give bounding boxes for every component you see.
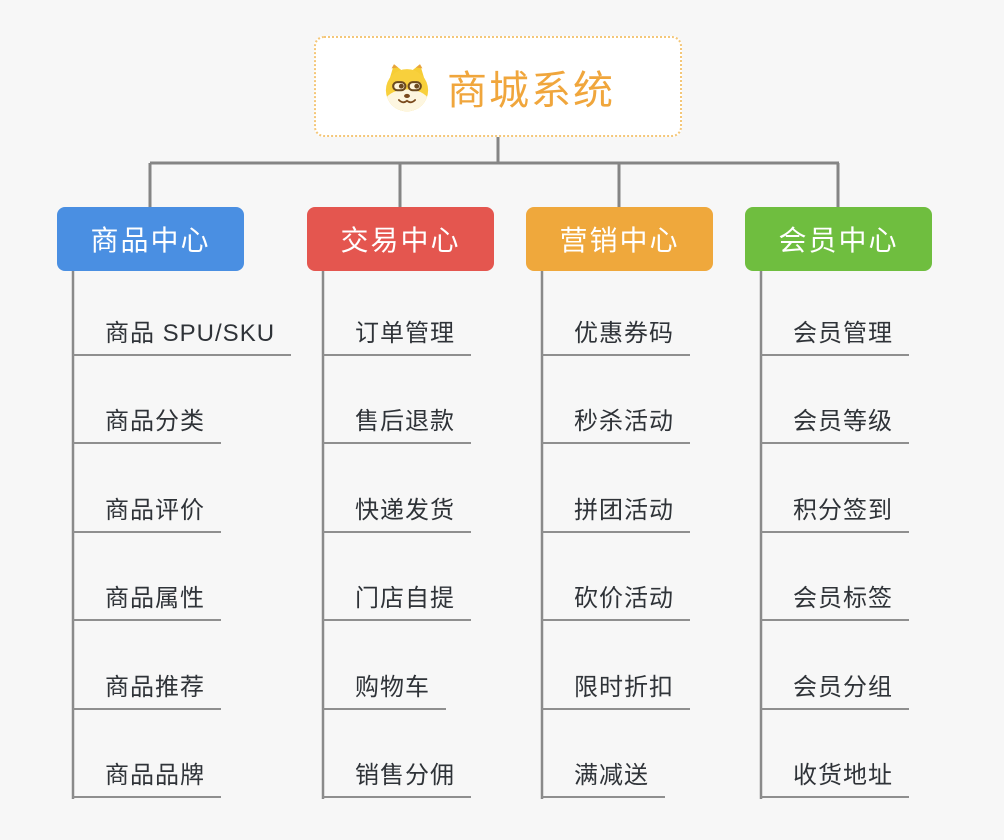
child-node[interactable]: 优惠券码: [542, 320, 690, 356]
child-node[interactable]: 商品 SPU/SKU: [73, 320, 292, 356]
branch-node-marketing-center[interactable]: 营销中心: [526, 207, 713, 271]
child-node[interactable]: 秒杀活动: [542, 408, 690, 444]
child-node[interactable]: 售后退款: [323, 408, 471, 444]
branch-node-member-center[interactable]: 会员中心: [745, 207, 932, 271]
child-node[interactable]: 快递发货: [323, 497, 471, 533]
child-node[interactable]: 会员等级: [761, 408, 909, 444]
child-node[interactable]: 门店自提: [323, 585, 471, 621]
child-node[interactable]: 拼团活动: [542, 497, 690, 533]
child-node[interactable]: 限时折扣: [542, 674, 690, 710]
branch-node-trade-center[interactable]: 交易中心: [307, 207, 494, 271]
root-node[interactable]: 商城系统: [314, 36, 682, 137]
child-node[interactable]: 满减送: [542, 762, 665, 798]
branch-node-product-center[interactable]: 商品中心: [57, 207, 244, 271]
child-node[interactable]: 商品品牌: [73, 762, 221, 798]
child-node[interactable]: 会员管理: [761, 320, 909, 356]
child-node[interactable]: 积分签到: [761, 497, 909, 533]
child-node[interactable]: 商品推荐: [73, 674, 221, 710]
child-node[interactable]: 购物车: [323, 674, 446, 710]
child-node[interactable]: 会员分组: [761, 674, 909, 710]
root-title: 商城系统: [447, 68, 615, 113]
doge-face-icon: [381, 61, 433, 113]
child-node[interactable]: 砍价活动: [542, 585, 690, 621]
child-node[interactable]: 销售分佣: [323, 762, 471, 798]
child-node[interactable]: 会员标签: [761, 585, 909, 621]
child-node[interactable]: 收货地址: [761, 762, 909, 798]
child-node[interactable]: 订单管理: [323, 320, 471, 356]
child-node[interactable]: 商品评价: [73, 497, 221, 533]
child-node[interactable]: 商品分类: [73, 408, 221, 444]
child-node[interactable]: 商品属性: [73, 585, 221, 621]
